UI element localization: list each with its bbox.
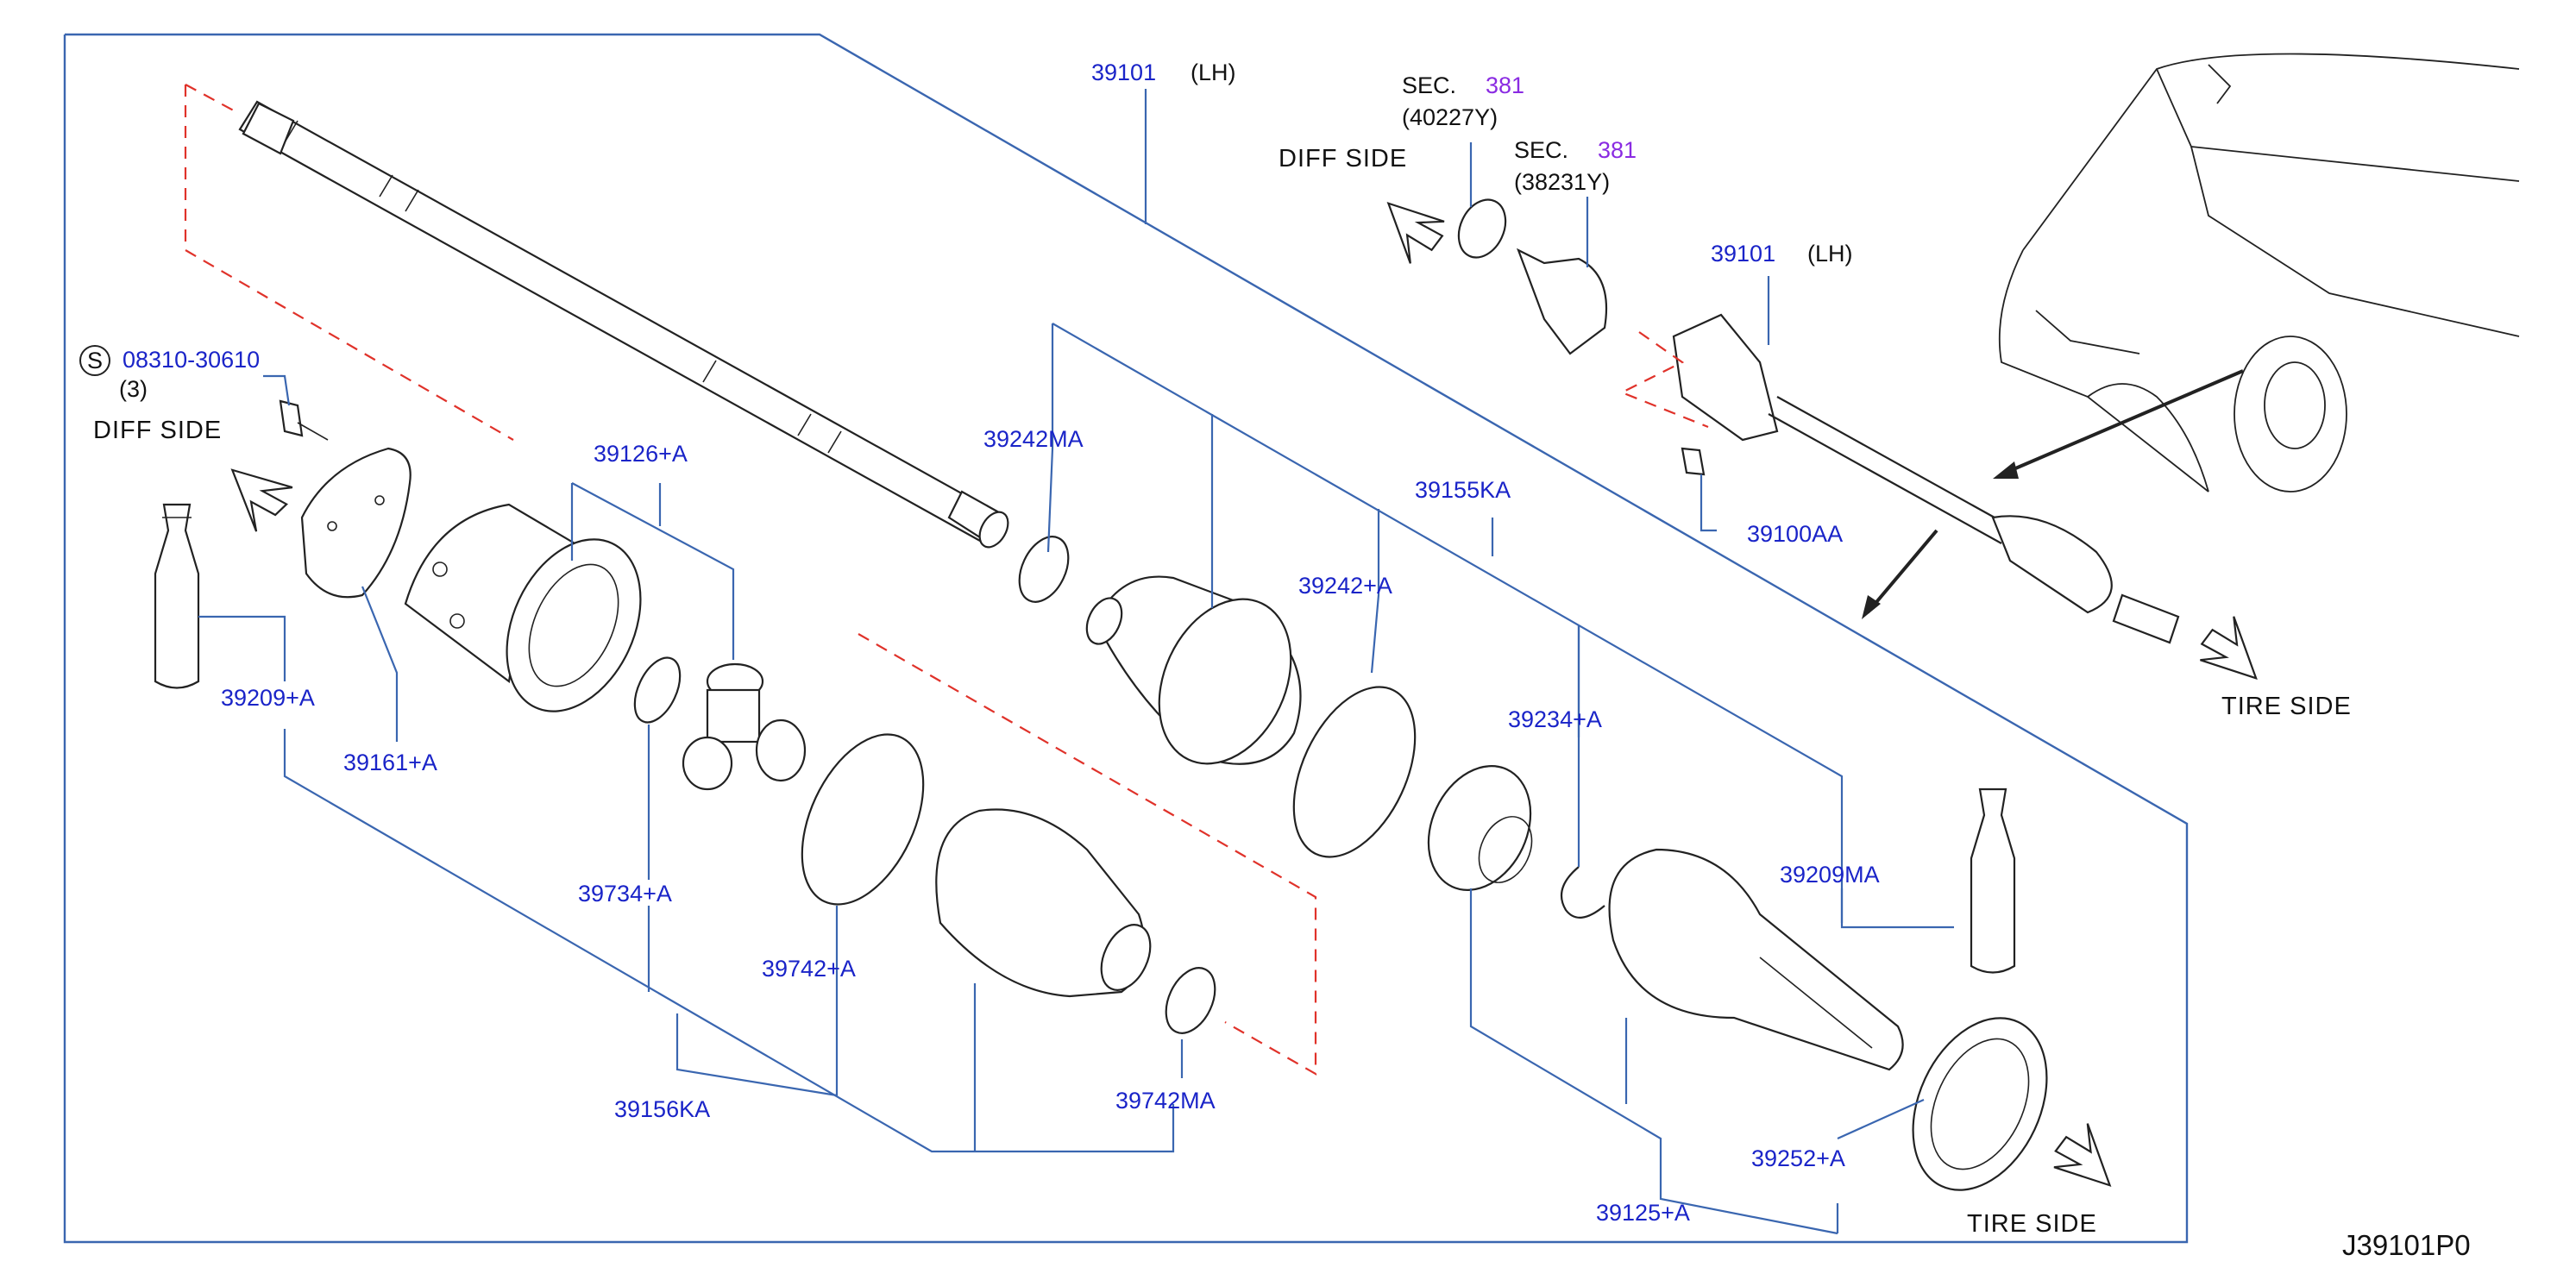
side-arrow-tire-inset: [2200, 616, 2258, 681]
tire-side-main-label: TIRE SIDE: [1967, 1210, 2097, 1238]
axle-shaft-drawing: [238, 100, 1009, 549]
label-band-outer-large: 39242+A: [1298, 573, 1392, 599]
label-inset-bolt: 39100AA: [1747, 521, 1843, 547]
leader-39155KA: [1052, 323, 1844, 923]
diagram-frame: [63, 33, 2189, 1244]
label-inset-shaft-lh-side: (LH): [1807, 241, 1853, 267]
spider-drawing: [682, 662, 807, 791]
leader-39100AA: [1700, 474, 1717, 532]
outer-joint-drawing: [1608, 848, 1904, 1071]
leader-39156KA: [283, 729, 1175, 1153]
snap-ring-inner-drawing: [633, 656, 682, 724]
sec2-part: (38231Y): [1514, 169, 1610, 195]
label-grease-inner: 39209+A: [221, 685, 315, 711]
sec1-part: (40227Y): [1402, 104, 1498, 130]
sec1-ref: 381: [1486, 72, 1524, 98]
leader-39161+A: [361, 586, 399, 742]
grease-tube-outer-drawing: [1970, 787, 2016, 974]
label-housing: 39126+A: [594, 441, 688, 467]
label-dust-shield: 39252+A: [1751, 1145, 1845, 1171]
diff-side-main-label: DIFF SIDE: [93, 417, 222, 444]
side-arrow-tire-main: [2053, 1123, 2112, 1188]
label-boot-kit-outer: 39155KA: [1415, 477, 1511, 503]
inset-drawing: [1457, 198, 2180, 644]
snap-ring-outer-drawing: [1560, 866, 1605, 919]
side-arrow-diff-inset: [1386, 201, 1445, 264]
hidden-line-boot: [858, 633, 1317, 1076]
diagram-code: J39101P0: [2342, 1229, 2471, 1261]
leader-bolt: [263, 374, 291, 406]
band-outer-small-drawing: [1018, 536, 1070, 603]
boot-inner-drawing: [935, 808, 1152, 998]
tire-side-inset-label: TIRE SIDE: [2221, 693, 2352, 720]
band-inner-large-drawing: [801, 733, 925, 906]
label-snap-ring-inner: 39734+A: [578, 881, 672, 907]
diff-side-inset-label: DIFF SIDE: [1279, 145, 1407, 173]
boot-outer-drawing: [1085, 575, 1302, 765]
dust-shield-drawing: [1912, 1017, 2048, 1191]
grease-tube-inner-drawing: [154, 503, 200, 689]
label-inset-shaft-lh: 39101: [1711, 241, 1775, 267]
band-outer-large-drawing: [1292, 686, 1417, 858]
car-outline: [1998, 53, 2520, 493]
leader-39242+A: [1370, 509, 1380, 674]
label-bolt-code: 08310-30610: [123, 347, 260, 373]
inner-race-drawing: [1427, 765, 1533, 891]
label-shaft-lh: 39101: [1091, 60, 1156, 85]
leader-39126+A-b: [571, 482, 735, 660]
side-arrow-diff-main: [230, 468, 293, 532]
plate-drawing: [300, 447, 412, 599]
joint-housing-drawing: [404, 503, 642, 712]
leader-39209MA: [1840, 888, 1954, 929]
label-band-inner-small: 39742MA: [1115, 1088, 1216, 1114]
direction-arrows: [1862, 369, 2244, 619]
bolt-drawing: [279, 399, 329, 441]
leader-39156KA-b: [675, 906, 839, 1097]
leader-39252+A-b: [1837, 1098, 1925, 1140]
label-joint-outer: 39125+A: [1596, 1200, 1690, 1226]
leader-39242MA: [1046, 323, 1054, 553]
label-shaft-lh-side: (LH): [1191, 60, 1236, 85]
sec2-ref: 381: [1598, 137, 1637, 163]
sec2-prefix: SEC.: [1514, 137, 1568, 163]
hidden-line-plate: [184, 85, 514, 441]
label-boot-kit-inner: 39156KA: [614, 1096, 710, 1122]
label-band-outer-small: 39242MA: [983, 426, 1084, 452]
band-inner-small-drawing: [1165, 967, 1216, 1034]
label-plate: 39161+A: [343, 750, 437, 775]
label-bolt-qty: (3): [119, 376, 148, 402]
bolt-symbol: S: [87, 348, 103, 373]
sec1-prefix: SEC.: [1402, 72, 1456, 98]
leader-39125+A: [1469, 888, 1838, 1235]
leader-39209+A: [198, 615, 286, 681]
label-grease-outer: 39209MA: [1780, 862, 1880, 888]
label-snap-ring-outer: 39234+A: [1508, 706, 1602, 732]
label-band-inner-large: 39742+A: [762, 956, 856, 982]
bolt-symbol-circle: [79, 345, 110, 376]
hidden-line-shaft: [185, 84, 241, 115]
